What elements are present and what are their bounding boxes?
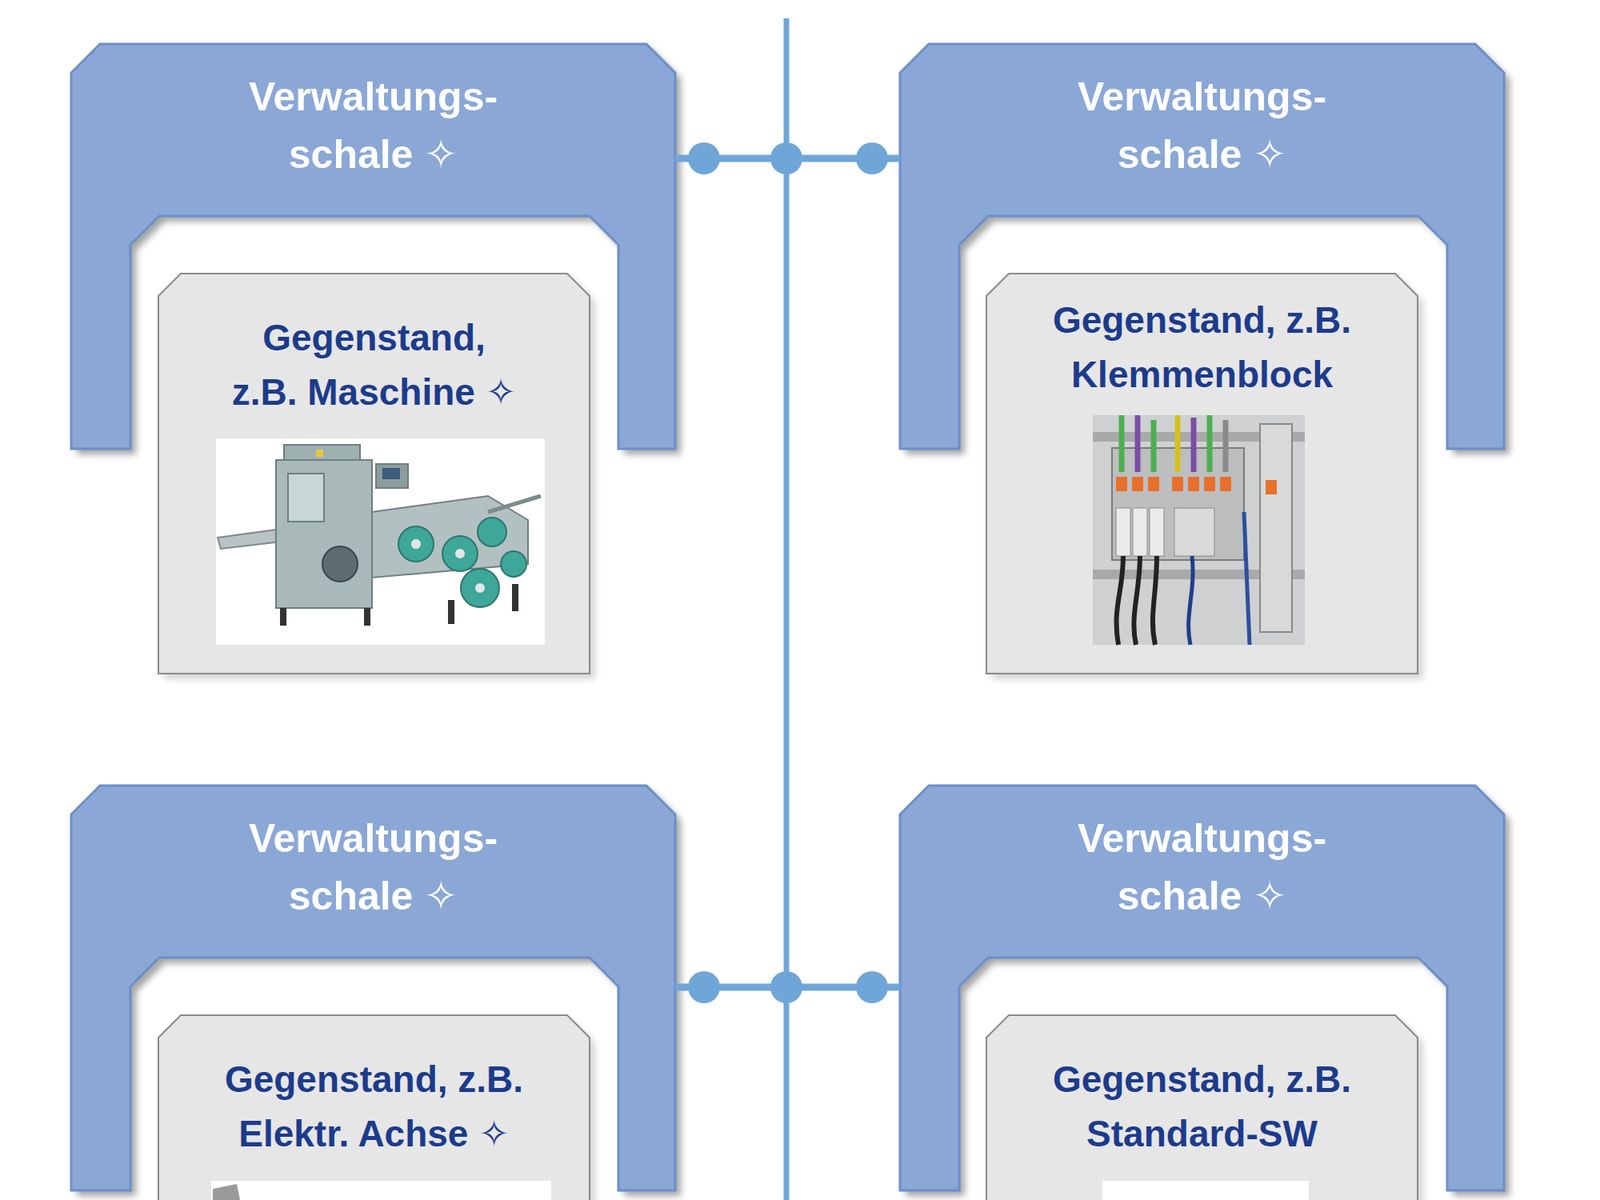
wire	[1151, 420, 1157, 472]
terminal-row	[1112, 448, 1244, 560]
terminal-module	[1132, 508, 1148, 556]
terminal-lever	[1265, 480, 1277, 495]
bus-connector	[675, 984, 900, 992]
machine-leg	[280, 608, 287, 626]
connector-dot	[856, 142, 888, 175]
bus-connector	[675, 155, 900, 163]
asset-title: Gegenstand, z.B. Maschine ✧	[158, 310, 590, 420]
connector-dot	[770, 971, 803, 1004]
asset-shape	[158, 1015, 590, 1200]
asset-outline	[158, 1015, 590, 1200]
administration-shell: Verwaltungs- schale ✧ Gegenstand, z.B. El…	[71, 785, 676, 1200]
asset-shape	[158, 273, 590, 674]
control-screen	[382, 468, 400, 480]
control-panel	[376, 464, 408, 488]
terminal-module	[1174, 508, 1215, 556]
machine-leg	[512, 584, 519, 612]
connector-dot	[856, 971, 888, 1004]
machine-reel	[322, 546, 358, 582]
roller-hub	[475, 583, 485, 593]
shell-title: Verwaltungs- schale ✧	[71, 68, 676, 184]
asset-box: Gegenstand, z.B. Maschine ✧	[158, 273, 590, 674]
cable	[1133, 556, 1140, 645]
asset-box: Gegenstand, z.B. Elektr. Achse ✧	[158, 1015, 590, 1200]
film-roller	[460, 568, 500, 608]
terminal-lever	[1172, 476, 1184, 492]
film-roller	[477, 517, 507, 547]
machine-window	[288, 473, 324, 522]
film-roller	[398, 526, 434, 562]
terminal-column	[1260, 424, 1292, 632]
photo-background	[211, 1180, 552, 1200]
film-roller	[442, 536, 478, 572]
bus-line	[784, 18, 790, 1200]
asset-title: Gegenstand, z.B. Elektr. Achse ✧	[158, 1052, 590, 1161]
terminal-lever	[1204, 476, 1216, 492]
machine-leg	[448, 600, 455, 624]
photo-background	[1102, 1180, 1309, 1200]
din-rail	[1092, 432, 1305, 442]
photo-background	[1092, 415, 1305, 645]
wire	[1135, 415, 1141, 472]
machine-frame	[372, 496, 528, 578]
photo-background	[216, 438, 545, 645]
asset-shape	[986, 1015, 1418, 1200]
terminal-lever	[1188, 476, 1200, 492]
asset-shape	[986, 273, 1418, 674]
shell-title: Verwaltungs- schale ✧	[900, 809, 1504, 925]
terminal-lever	[1132, 476, 1144, 492]
machine-leg	[364, 608, 371, 626]
asset-title: Gegenstand, z.B. Klemmenblock	[986, 292, 1418, 402]
wire	[1175, 415, 1181, 472]
terminal-lever	[1116, 476, 1128, 492]
machine-top-cabinet	[284, 444, 360, 468]
machine-arm	[488, 496, 541, 512]
machine-conveyor	[217, 528, 288, 549]
wire	[1244, 512, 1250, 645]
wire	[1223, 420, 1229, 472]
warning-sign	[316, 449, 324, 457]
axis-photo-part	[212, 1184, 240, 1200]
terminal-lever	[1148, 476, 1160, 492]
asset-outline	[986, 1015, 1418, 1200]
terminal-module	[1149, 508, 1164, 556]
wire	[1119, 415, 1125, 472]
terminal-lever	[1220, 476, 1232, 492]
administration-shell: Verwaltungs- schale ✧ Gegenstand, z.B. St…	[900, 785, 1504, 1200]
wire	[1207, 415, 1213, 472]
administration-shell: Verwaltungs- schale ✧ Gegenstand, z.B. Ma…	[71, 44, 676, 674]
cable	[1116, 556, 1124, 645]
film-roller	[500, 551, 527, 577]
roller-hub	[455, 548, 465, 559]
asset-box: Gegenstand, z.B. Standard-SW	[986, 1015, 1418, 1200]
cable	[1188, 556, 1193, 645]
terminal-module	[1116, 508, 1131, 556]
wire	[1191, 417, 1197, 472]
administration-shell: Verwaltungs- schale ✧ Gegenstand, z.B. Kl…	[900, 44, 1504, 674]
roller-hub	[411, 539, 421, 549]
connector-dot	[688, 142, 720, 175]
machine-body	[276, 460, 372, 608]
connector-dot	[688, 971, 720, 1004]
asset-title: Gegenstand, z.B. Standard-SW	[986, 1052, 1418, 1161]
shell-title: Verwaltungs- schale ✧	[71, 809, 676, 925]
connector-dot	[770, 142, 803, 175]
din-rail	[1092, 569, 1305, 580]
shell-title: Verwaltungs- schale ✧	[900, 68, 1504, 184]
cable	[1152, 556, 1157, 645]
asset-box: Gegenstand, z.B. Klemmenblock	[986, 273, 1418, 674]
